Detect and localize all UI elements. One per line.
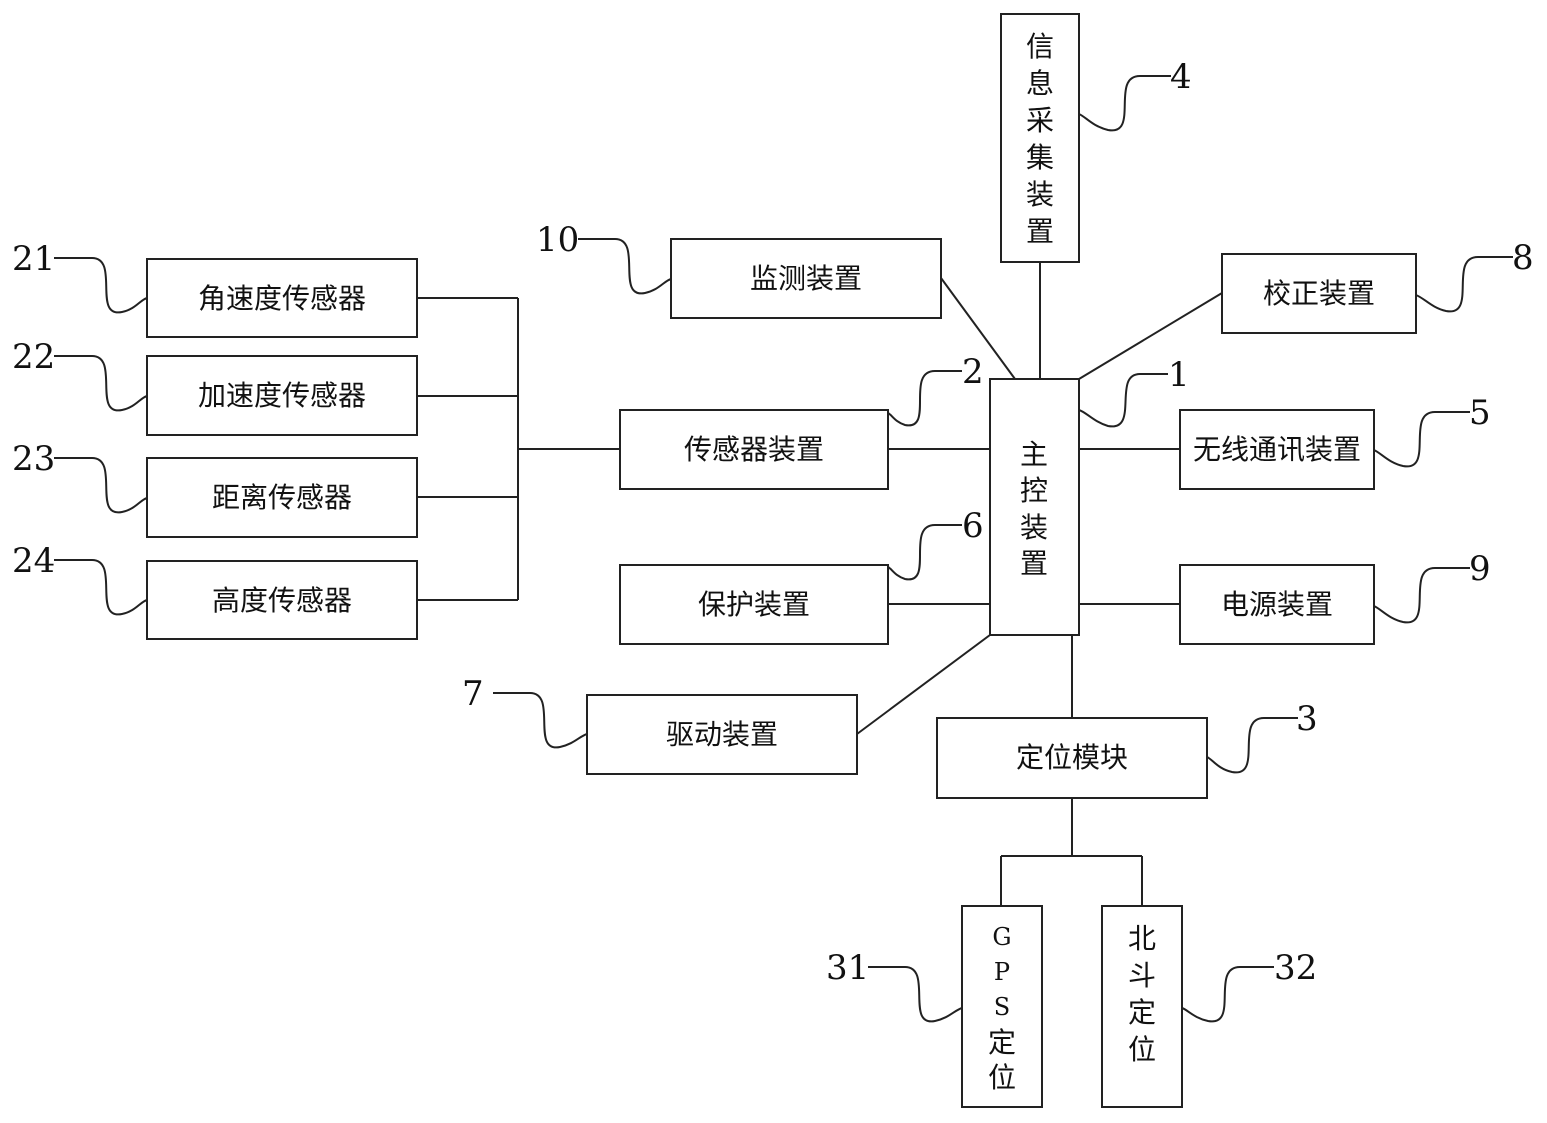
protection-label: 保护装置 <box>698 588 810 621</box>
drive-label: 驱动装置 <box>666 718 778 751</box>
leader-lines <box>54 75 1513 1023</box>
monitoring-block: 监测装置 <box>670 238 942 319</box>
main-control-block: 主 控 装 置 <box>989 378 1080 636</box>
gps-char: 定 <box>988 1026 1016 1059</box>
power-block: 电源装置 <box>1179 564 1375 645</box>
leader-21 <box>54 257 148 314</box>
leader-10 <box>578 238 672 295</box>
ref-10: 10 <box>536 220 579 260</box>
leader-5 <box>1373 411 1470 468</box>
leader-9 <box>1373 567 1470 624</box>
ref-24: 24 <box>12 541 55 581</box>
ref-6: 6 <box>962 506 984 546</box>
wire-monitoring-main <box>940 277 1016 380</box>
info-collection-char: 信 <box>1026 30 1054 63</box>
ref-8: 8 <box>1512 238 1534 278</box>
leader-24 <box>54 559 148 616</box>
leader-3 <box>1206 717 1298 774</box>
wire-positioning-split <box>1000 798 1143 906</box>
gps-positioning-block: G P S 定 位 <box>961 905 1043 1108</box>
distance-sensor-block: 距离传感器 <box>146 457 418 538</box>
wire-calibration-main <box>1078 292 1223 380</box>
connection-wires <box>417 262 1223 906</box>
ref-31: 31 <box>826 948 869 988</box>
ref-21: 21 <box>12 239 55 279</box>
main-control-char: 置 <box>1020 547 1048 580</box>
info-collection-char: 装 <box>1026 178 1054 211</box>
info-collection-char: 采 <box>1026 104 1054 137</box>
distance-sensor-label: 距离传感器 <box>212 481 352 514</box>
reference-numbers: 21 22 23 24 10 2 6 7 4 1 8 5 9 3 31 32 <box>12 57 1534 988</box>
leader-1 <box>1078 373 1168 428</box>
leader-23 <box>54 457 148 514</box>
beidou-positioning-block: 北 斗 定 位 <box>1101 905 1183 1108</box>
positioning-module-block: 定位模块 <box>936 717 1208 799</box>
angular-velocity-sensor-label: 角速度传感器 <box>198 282 366 315</box>
height-sensor-block: 高度传感器 <box>146 560 418 640</box>
gps-char: P <box>994 958 1010 986</box>
leader-8 <box>1415 256 1513 313</box>
leader-22 <box>54 355 148 412</box>
angular-velocity-sensor-block: 角速度传感器 <box>146 258 418 338</box>
wireless-comm-label: 无线通讯装置 <box>1193 433 1361 466</box>
ref-7: 7 <box>462 674 484 714</box>
leader-31 <box>868 966 963 1023</box>
main-control-char: 装 <box>1020 511 1048 544</box>
wire-drive-main <box>856 634 991 735</box>
height-sensor-label: 高度传感器 <box>212 584 352 617</box>
info-collection-block: 信 息 采 集 装 置 <box>1000 13 1080 263</box>
ref-4: 4 <box>1170 57 1192 97</box>
gps-char: G <box>992 923 1011 951</box>
ref-23: 23 <box>12 439 55 479</box>
beidou-char: 定 <box>1128 996 1156 1029</box>
leader-32 <box>1181 966 1274 1023</box>
leader-7 <box>493 692 588 749</box>
gps-char: S <box>994 993 1010 1021</box>
monitoring-label: 监测装置 <box>750 262 862 295</box>
leader-4 <box>1078 75 1171 132</box>
ref-5: 5 <box>1469 393 1491 433</box>
ref-9: 9 <box>1469 549 1491 589</box>
main-control-char: 控 <box>1020 474 1048 507</box>
leader-2 <box>887 370 962 427</box>
leader-6 <box>887 524 962 581</box>
beidou-char: 位 <box>1128 1033 1156 1066</box>
drive-block: 驱动装置 <box>586 694 858 775</box>
acceleration-sensor-label: 加速度传感器 <box>198 379 366 412</box>
power-label: 电源装置 <box>1221 588 1333 621</box>
positioning-module-label: 定位模块 <box>1016 741 1128 774</box>
wireless-comm-block: 无线通讯装置 <box>1179 409 1375 490</box>
ref-2: 2 <box>962 352 984 392</box>
sensor-device-label: 传感器装置 <box>684 433 824 466</box>
beidou-char: 北 <box>1128 922 1156 955</box>
beidou-char: 斗 <box>1128 959 1156 992</box>
acceleration-sensor-block: 加速度传感器 <box>146 355 418 436</box>
info-collection-char: 置 <box>1026 215 1054 248</box>
calibration-label: 校正装置 <box>1263 277 1375 310</box>
ref-22: 22 <box>12 337 55 377</box>
ref-32: 32 <box>1274 948 1317 988</box>
sensor-device-block: 传感器装置 <box>619 409 889 490</box>
main-control-char: 主 <box>1020 438 1048 471</box>
ref-3: 3 <box>1296 699 1318 739</box>
info-collection-char: 集 <box>1026 141 1054 174</box>
protection-block: 保护装置 <box>619 564 889 645</box>
calibration-block: 校正装置 <box>1221 253 1417 334</box>
info-collection-char: 息 <box>1026 67 1054 100</box>
ref-1: 1 <box>1168 355 1190 395</box>
gps-char: 位 <box>988 1061 1016 1094</box>
